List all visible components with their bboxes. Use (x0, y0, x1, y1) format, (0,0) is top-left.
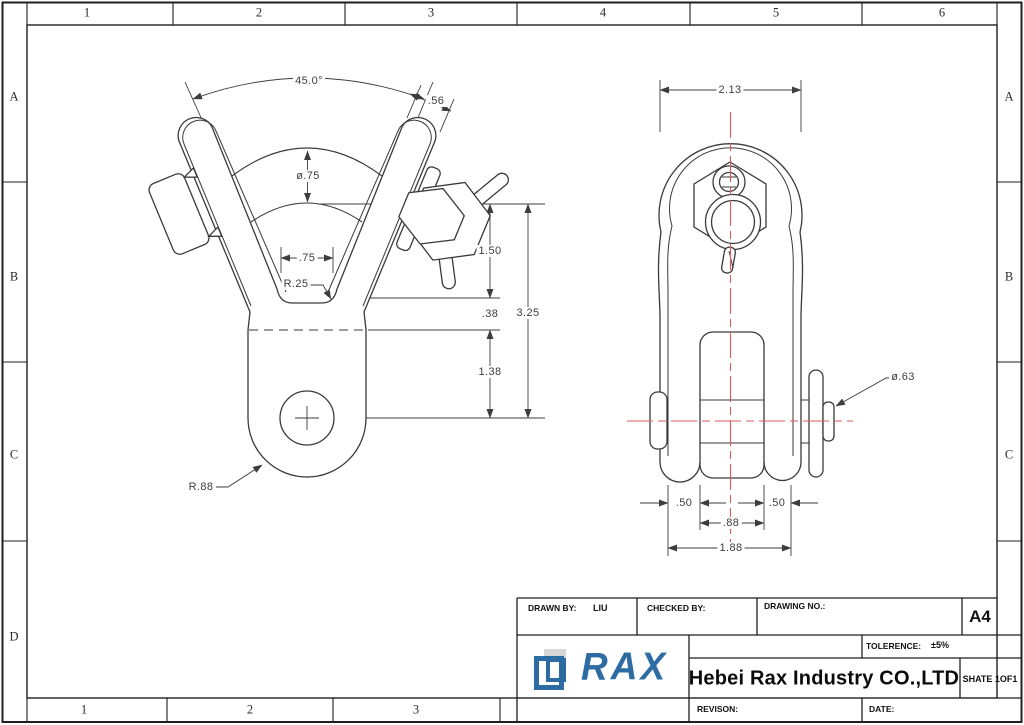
dim-left-leg: .50 (673, 497, 695, 509)
dim-right-leg: .50 (766, 497, 788, 509)
dim-lug-radius: R.88 (186, 481, 216, 493)
dim-throat-width: .75 (296, 252, 318, 264)
dim-total-height: 3.25 (514, 307, 542, 319)
side-view-part (649, 143, 835, 483)
dim-angle-45: 45.0° (293, 75, 325, 87)
date-label: DATE: (869, 704, 895, 714)
front-view-part (148, 116, 510, 478)
grid-col-4: 4 (599, 5, 607, 20)
logo-squares-icon (531, 645, 575, 690)
sheet-number: SHATE 1OF1 (962, 674, 1018, 684)
grid-row-b-right: B (1004, 269, 1014, 284)
dim-throat-fillet: R.25 (281, 278, 311, 290)
grid-col-bottom-2: 2 (246, 702, 254, 717)
paper-size: A4 (969, 607, 991, 626)
title-block-lines (516, 597, 1022, 722)
centerlines (627, 112, 853, 548)
grid-row-a-right: A (1004, 89, 1014, 104)
grid-col-3: 3 (427, 5, 435, 20)
dim-step-height: .38 (479, 308, 501, 320)
grid-col-bottom-3: 3 (412, 702, 420, 717)
tolerance-value: ±5% (931, 640, 949, 650)
grid-row-c-left: C (9, 447, 19, 462)
dim-upper-height: 1.50 (476, 245, 504, 257)
drawn-by-value: LIU (593, 603, 608, 613)
grid-row-b-left: B (9, 269, 19, 284)
grid-row-d-left: D (9, 629, 19, 644)
company-logo: RAX (531, 644, 685, 690)
dim-arm-thickness: .56 (425, 95, 447, 107)
dim-lower-height: 1.38 (476, 366, 504, 378)
grid-col-bottom-1: 1 (80, 702, 88, 717)
dim-overall-width: 2.13 (716, 84, 744, 96)
grid-col-1: 1 (83, 5, 91, 20)
revision-label: REVISON: (697, 704, 739, 714)
grid-col-6: 6 (938, 5, 946, 20)
dim-pin-span: 1.88 (717, 542, 745, 554)
grid-row-c-right: C (1004, 447, 1014, 462)
grid-col-2: 2 (255, 5, 263, 20)
drawn-by-label: DRAWN BY: (528, 603, 577, 613)
drawing-no-label: DRAWING NO.: (764, 601, 826, 611)
company-name: Hebei Rax Industry CO.,LTD (688, 667, 960, 690)
dim-pin-dia: ø.63 (889, 371, 917, 383)
logo-wordmark: RAX (581, 644, 669, 688)
dim-inner-gap: .88 (720, 517, 742, 529)
grid-row-a-left: A (9, 89, 19, 104)
dim-groove-dia: ø.75 (294, 170, 322, 182)
grid-col-5: 5 (772, 5, 780, 20)
checked-by-label: CHECKED BY: (647, 603, 706, 613)
tolerance-label: TOLERENCE: (866, 641, 922, 651)
